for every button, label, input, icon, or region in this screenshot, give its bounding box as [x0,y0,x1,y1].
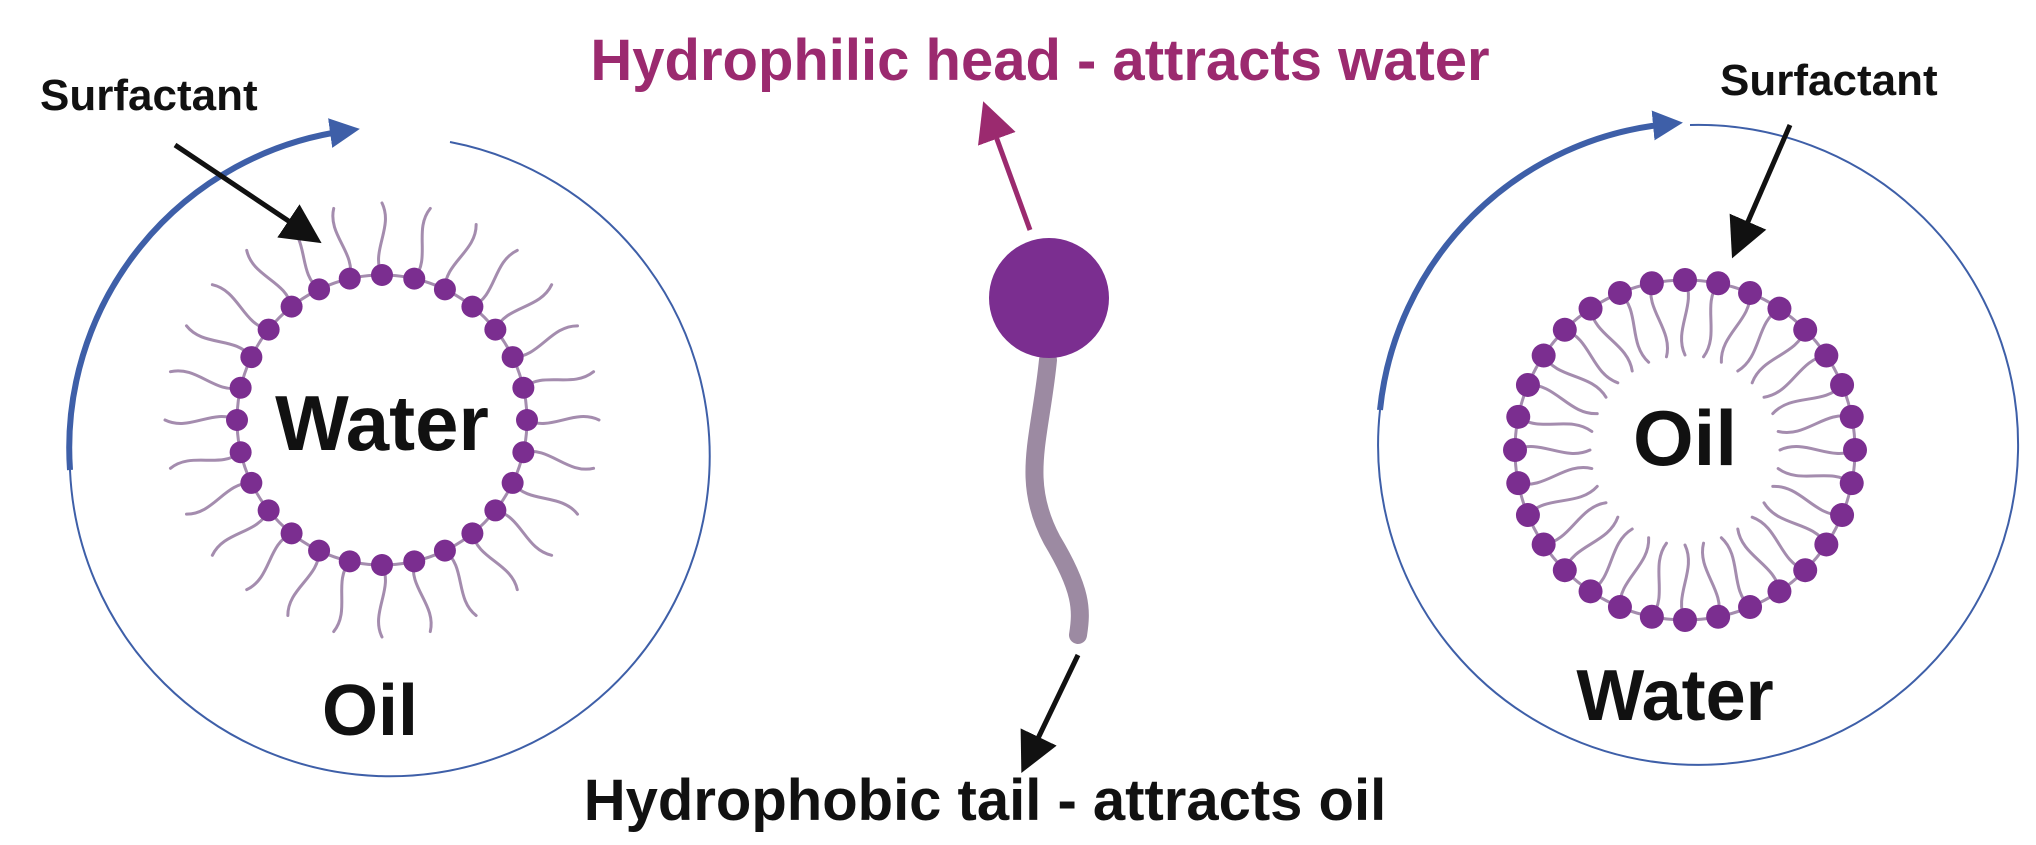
surfactant-head [403,550,426,573]
surfactant-head [1843,438,1867,462]
surfactant-head [226,409,248,431]
surfactant-head [461,295,484,318]
surfactant-head [433,278,456,301]
surfactant-head [240,346,263,369]
surfactant-head [308,278,331,301]
surfactant-head [308,539,331,562]
surfactant-head [433,539,456,562]
left-surfactant-pointer-arrow [173,142,322,244]
surfactant-head [240,471,263,494]
surfactant-head [1839,404,1864,429]
right-ring-thin [1377,123,2020,766]
left-surfactant-label: Surfactant [40,71,258,120]
surfactant-head [1673,268,1697,292]
right-surfactant-label: Surfactant [1720,56,1938,105]
head-pointer-arrow [978,101,1033,231]
right-inner-label: Oil [1633,394,1737,482]
surfactant-head [516,409,538,431]
right-outer-label: Water [1576,656,1773,736]
surfactant-head [1607,280,1632,305]
surfactant-head [1515,503,1540,528]
tail-pointer-arrow [1020,653,1081,774]
surfactant-head [1506,471,1531,496]
surfactant-head [371,554,393,576]
surfactant-head [512,376,535,399]
surfactant-head [1738,280,1763,305]
surfactant-head [1767,579,1792,604]
surfactant-head [1515,372,1540,397]
surfactant-head [1552,317,1577,342]
surfactant-head [229,376,252,399]
surfactant-head [1793,317,1818,342]
surfactant-head [1531,343,1556,368]
surfactant-head [1639,604,1664,629]
left-ring-arrow [66,118,360,471]
center-surfactant-molecule: Hydrophilic head - attracts water Hydrop… [584,28,1490,833]
center-surfactant-head [989,238,1109,358]
right-surfactant-pointer-arrow [1729,124,1793,259]
surfactant-head [1814,343,1839,368]
surfactant-head [501,471,524,494]
surfactant-head [1793,558,1818,583]
surfactant-head [280,295,303,318]
center-surfactant-tail [1025,351,1089,644]
surfactant-head [461,522,484,545]
surfactant-head [1738,595,1763,620]
surfactant-head [1578,296,1603,321]
left-outer-label: Oil [322,671,418,751]
surfactant-head [1607,595,1632,620]
left-inner-label: Water [275,379,489,467]
surfactant-head [403,267,426,290]
surfactant-head [1830,372,1855,397]
surfactant-head [1673,608,1697,632]
right-micelle-panel: Surfactant Oil Water [1377,56,2020,766]
surfactant-head [338,550,361,573]
surfactant-head [484,318,507,341]
surfactant-head [280,522,303,545]
surfactant-head [501,346,524,369]
left-ring-thin [69,141,711,778]
surfactant-head [338,267,361,290]
surfactant-head [1767,296,1792,321]
right-ring-arrow [1377,110,1683,411]
surfactant-head [484,499,507,522]
surfactant-head [1578,579,1603,604]
surfactant-head [1503,438,1527,462]
surfactant-head [1531,532,1556,557]
surfactant-head [1639,271,1664,296]
hydrophobic-tail-label: Hydrophobic tail - attracts oil [584,768,1386,833]
surfactant-head [257,499,280,522]
surfactant-head [1839,471,1864,496]
surfactant-head [1706,271,1731,296]
surfactant-head [1552,558,1577,583]
surfactant-head [512,441,535,464]
surfactant-head [257,318,280,341]
left-surfactant-ring [163,201,601,639]
surfactant-head [1830,503,1855,528]
right-surfactant-ring [1503,268,1867,632]
surfactant-head [371,264,393,286]
hydrophilic-head-label: Hydrophilic head - attracts water [590,28,1489,93]
surfactant-head [1706,604,1731,629]
surfactant-head [1814,532,1839,557]
left-micelle-panel: Surfactant Water Oil [40,71,711,778]
surfactant-head [229,441,252,464]
surfactant-head [1506,404,1531,429]
